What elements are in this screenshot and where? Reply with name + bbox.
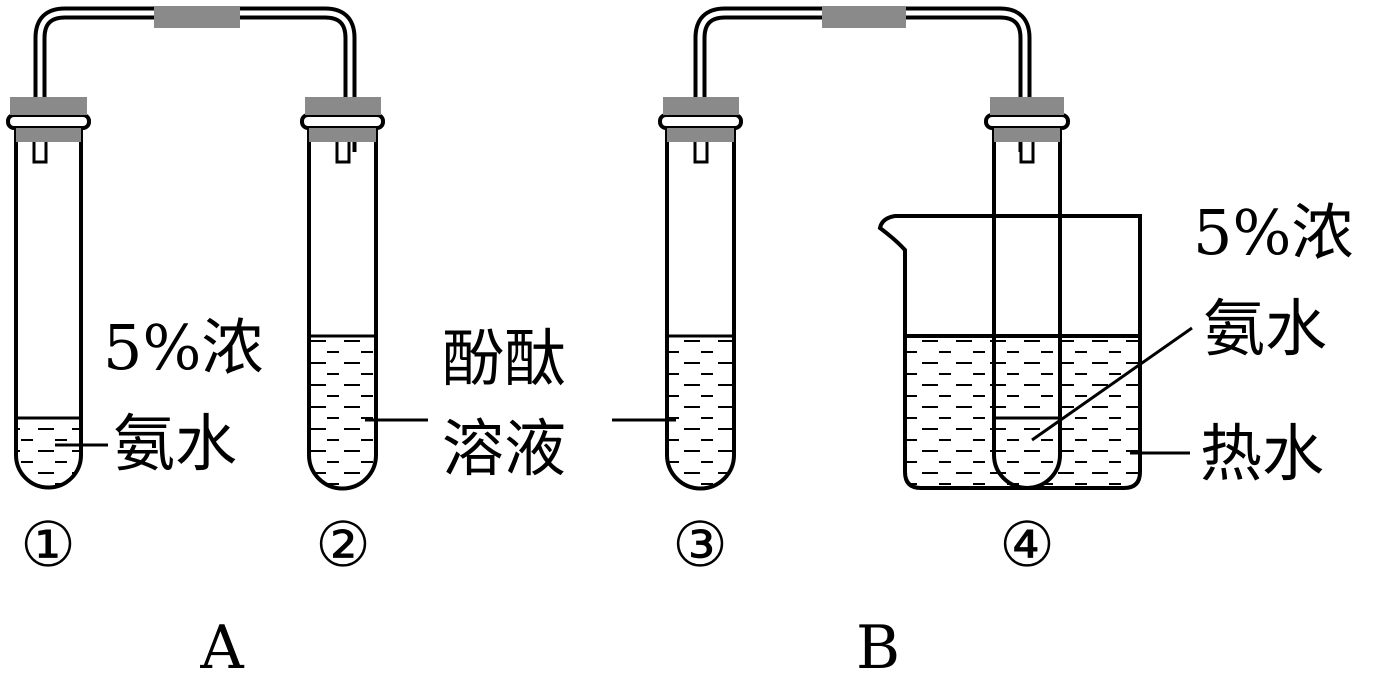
setup-label-b: B bbox=[856, 613, 900, 673]
stopper-3 bbox=[663, 97, 739, 115]
setup-label-a: A bbox=[199, 613, 244, 673]
tube-number-2: ② bbox=[315, 508, 371, 581]
label-ammonia-b-2: 氨水 bbox=[1203, 292, 1327, 365]
label-ammonia-b-1: 5%浓 bbox=[1193, 196, 1353, 269]
connecting-tube-b bbox=[693, 6, 1032, 152]
setup-b bbox=[612, 6, 1193, 491]
rubber-joint-b bbox=[822, 6, 906, 28]
test-tube-4 bbox=[984, 97, 1070, 490]
test-tube-1 bbox=[6, 97, 91, 490]
label-hot-water: 热水 bbox=[1200, 417, 1324, 490]
tube-number-4: ④ bbox=[999, 508, 1055, 581]
label-phenol-2: 溶液 bbox=[442, 412, 566, 485]
stopper-1 bbox=[10, 97, 87, 115]
label-phenol-1: 酚酞 bbox=[442, 322, 566, 395]
rubber-joint-a bbox=[154, 6, 240, 28]
label-ammonia-a-1: 5%浓 bbox=[103, 311, 263, 384]
connecting-tube-a bbox=[33, 6, 357, 152]
tube-number-1: ① bbox=[20, 508, 76, 581]
test-tube-3 bbox=[658, 97, 743, 491]
label-ammonia-a-2: 氨水 bbox=[113, 407, 237, 480]
stopper-2 bbox=[305, 97, 381, 115]
tube-number-3: ③ bbox=[672, 508, 728, 581]
beaker bbox=[877, 214, 1142, 490]
leader-ammonia-b bbox=[1031, 326, 1193, 442]
setup-a bbox=[6, 6, 428, 491]
test-tube-2 bbox=[300, 97, 385, 491]
stopper-4 bbox=[990, 97, 1064, 115]
